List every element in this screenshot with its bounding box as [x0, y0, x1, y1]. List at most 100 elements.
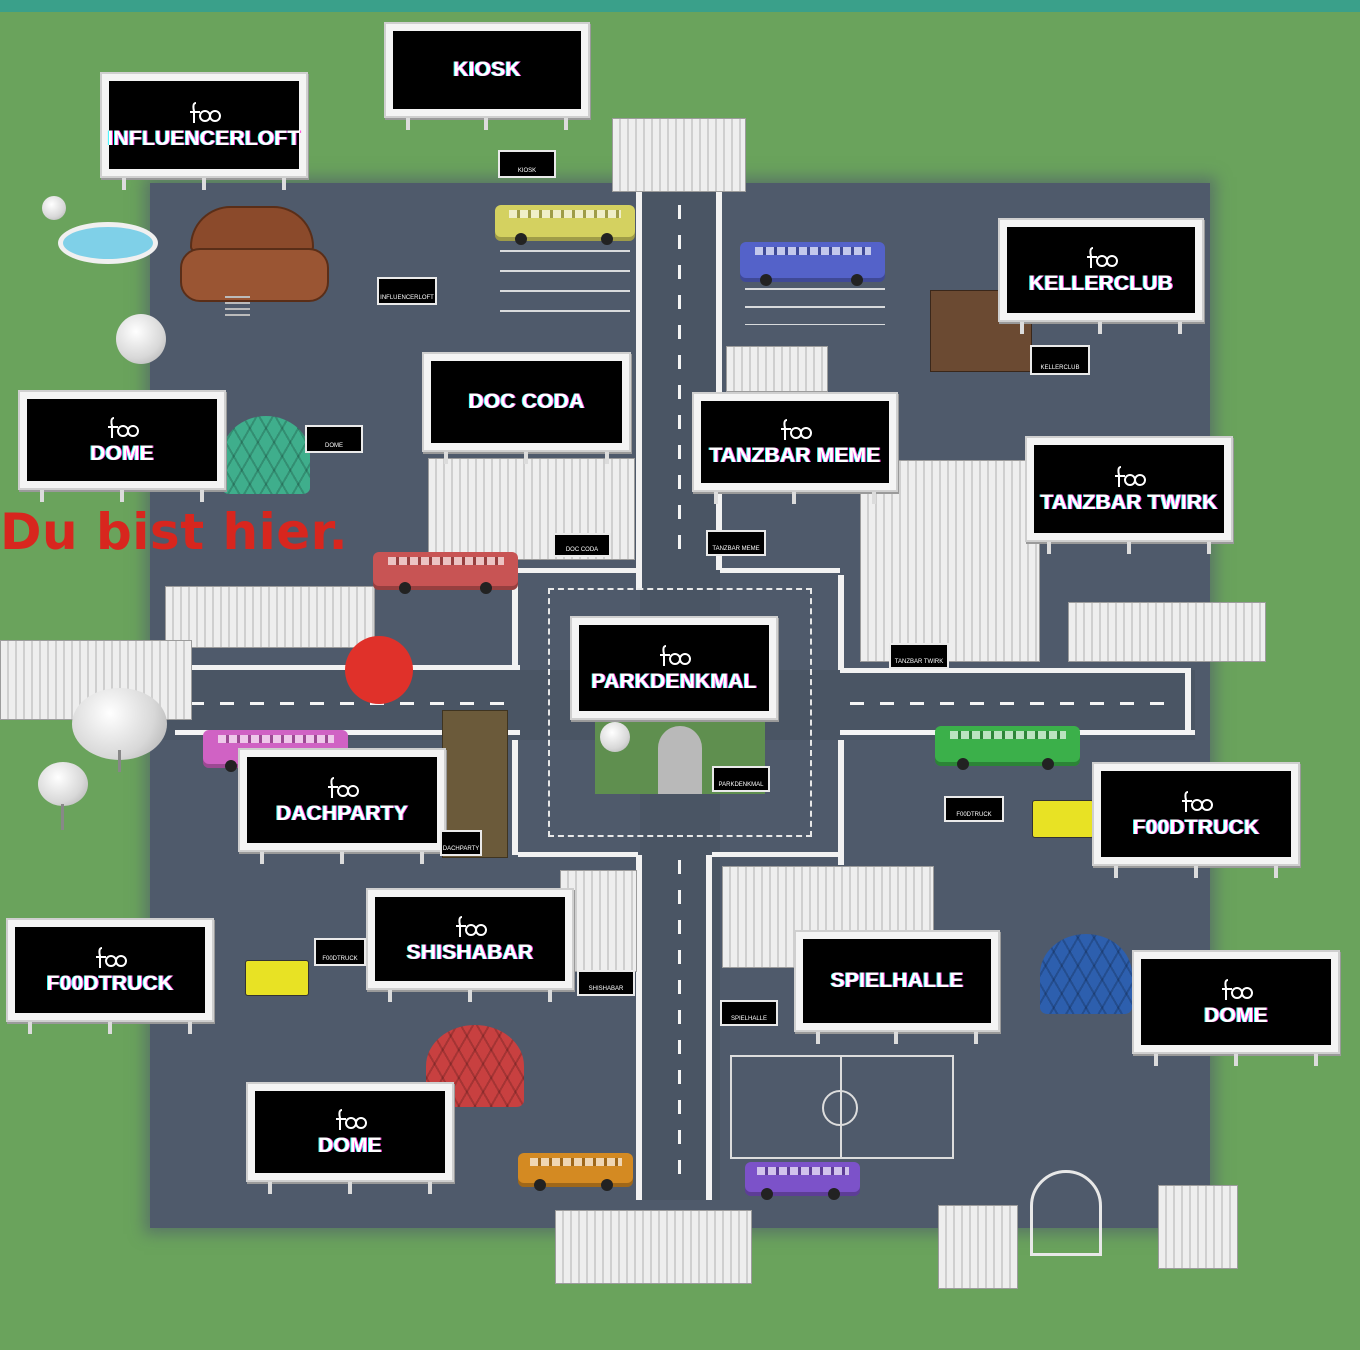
board-foodtruck-west[interactable]: F00DTRUCK: [6, 918, 214, 1034]
board-label: DOME: [90, 442, 154, 465]
kerb: [1185, 668, 1191, 735]
tree-trunk: [61, 804, 64, 830]
foo-logo-icon: [1182, 791, 1213, 812]
gazebo: [1030, 1170, 1102, 1256]
kerb: [720, 568, 840, 573]
building-south-east-1: [938, 1205, 1018, 1289]
kerb: [518, 852, 638, 857]
sign-label: TANZBAR TWIRK: [894, 659, 944, 665]
foo-logo-icon: [456, 916, 487, 937]
kerb: [840, 668, 1190, 673]
board-kellerclub[interactable]: KELLERCLUB: [998, 218, 1204, 334]
small-sign-dome[interactable]: DOME: [305, 425, 363, 453]
small-sign-shishabar[interactable]: SHISHABAR: [577, 970, 635, 996]
kerb: [706, 855, 712, 1200]
bus-icon: [935, 726, 1080, 770]
sign-label: KELLERCLUB: [1040, 365, 1080, 371]
food-truck-icon: [1032, 800, 1094, 838]
small-sign-dachparty[interactable]: DACHPARTY: [440, 830, 482, 856]
bus-icon: [518, 1153, 633, 1191]
board-dome-south[interactable]: DOME: [246, 1082, 454, 1194]
small-sign-parkdenkmal[interactable]: PARKDENKMAL: [712, 766, 770, 792]
foo-logo-icon: [336, 1109, 367, 1130]
board-shishabar[interactable]: SHISHABAR: [366, 888, 574, 1002]
foo-logo-icon: [190, 102, 221, 123]
board-label: DACHPARTY: [275, 802, 409, 825]
board-label: PARKDENKMAL: [591, 670, 757, 693]
foo-logo-icon: [96, 947, 127, 968]
parking-lines-nw: [500, 250, 630, 320]
small-sign-influencerloft[interactable]: INFLUENCERLOFT: [377, 277, 437, 305]
location-marker-icon: [345, 636, 413, 704]
small-sign-kellerclub[interactable]: KELLERCLUB: [1030, 345, 1090, 375]
small-sign-tanzbar-meme[interactable]: TANZBAR MEME: [706, 530, 766, 556]
kerb: [716, 190, 722, 570]
foo-logo-icon: [781, 419, 812, 440]
pool-icon: [58, 222, 158, 264]
lane-marking: [190, 702, 510, 705]
board-label: TANZBAR MEME: [709, 444, 881, 467]
building-bridge-south: [555, 1210, 752, 1284]
tree-icon: [116, 314, 166, 364]
kerb: [838, 575, 844, 670]
kerb: [518, 568, 636, 573]
sign-label: SPIELHALLE: [730, 1016, 768, 1022]
dome-tent-icon: [1040, 934, 1132, 1014]
lane-marking: [678, 205, 681, 565]
tree-icon: [38, 762, 88, 806]
small-sign-foodtruck-west[interactable]: F00DTRUCK: [314, 938, 366, 966]
tree-trunk: [118, 750, 121, 772]
board-tanzbar-twirk[interactable]: TANZBAR TWIRK: [1025, 436, 1233, 554]
small-sign-foodtruck-east[interactable]: F00DTRUCK: [944, 796, 1004, 822]
board-foodtruck-east[interactable]: F00DTRUCK: [1092, 762, 1300, 878]
board-dome-nw[interactable]: DOME: [18, 390, 226, 502]
basketball-court: [730, 1055, 954, 1159]
board-dachparty[interactable]: DACHPARTY: [238, 748, 446, 864]
kerb: [838, 740, 844, 865]
kerb: [512, 740, 518, 855]
board-label: SHISHABAR: [406, 941, 534, 964]
sign-label: DOME: [325, 443, 343, 449]
board-dome-east[interactable]: DOME: [1132, 950, 1340, 1066]
sign-label: F00DTRUCK: [322, 956, 358, 962]
kerb: [712, 852, 842, 857]
building-bridge-north: [612, 118, 746, 192]
board-label: DOME: [1204, 1004, 1268, 1027]
small-sign-kiosk[interactable]: KIOSK: [498, 150, 556, 178]
building-bridge-west: [165, 586, 375, 648]
dome-tent-icon: [222, 416, 310, 494]
kerb: [636, 190, 642, 590]
foo-logo-icon: [1087, 247, 1118, 268]
you-are-here-label: Du bist hier.: [0, 503, 349, 561]
sign-label: KIOSK: [517, 168, 537, 174]
building-south-east-2: [1158, 1185, 1238, 1269]
small-sign-tanzbar-twirk[interactable]: TANZBAR TWIRK: [889, 643, 949, 669]
board-label: KELLERCLUB: [1028, 272, 1174, 295]
small-sign-doc-coda[interactable]: DOC CODA: [553, 533, 611, 557]
board-tanzbar-meme[interactable]: TANZBAR MEME: [692, 392, 898, 504]
board-parkdenkmal[interactable]: PARKDENKMAL: [570, 616, 778, 720]
small-sign-spielhalle[interactable]: SPIELHALLE: [720, 1000, 778, 1026]
basketball-court-line: [840, 1055, 842, 1157]
sign-label: DACHPARTY: [442, 846, 480, 852]
map-top-edge: [0, 0, 1360, 12]
board-label: SPIELHALLE: [830, 969, 964, 992]
board-influencerloft[interactable]: INFLUENCERLOFT: [100, 72, 308, 190]
board-spielhalle[interactable]: SPIELHALLE: [794, 930, 1000, 1044]
kerb: [175, 730, 520, 735]
board-label: DOME: [318, 1134, 382, 1157]
building-bridge-east: [1068, 602, 1266, 662]
sign-label: INFLUENCERLOFT: [380, 295, 434, 301]
board-kiosk[interactable]: KIOSK: [384, 22, 590, 130]
kerb: [636, 855, 642, 1200]
bus-icon: [373, 552, 518, 594]
roundabout-outline: [548, 588, 812, 837]
foo-logo-icon: [328, 777, 359, 798]
board-doc-coda[interactable]: DOC CODA: [422, 352, 631, 464]
sign-label: F00DTRUCK: [956, 812, 992, 818]
influencer-loft-tower: [180, 196, 329, 316]
building-tanzbar-twirk: [860, 460, 1040, 662]
foo-logo-icon: [1115, 466, 1146, 487]
building-tanzbar-meme: [726, 346, 828, 392]
